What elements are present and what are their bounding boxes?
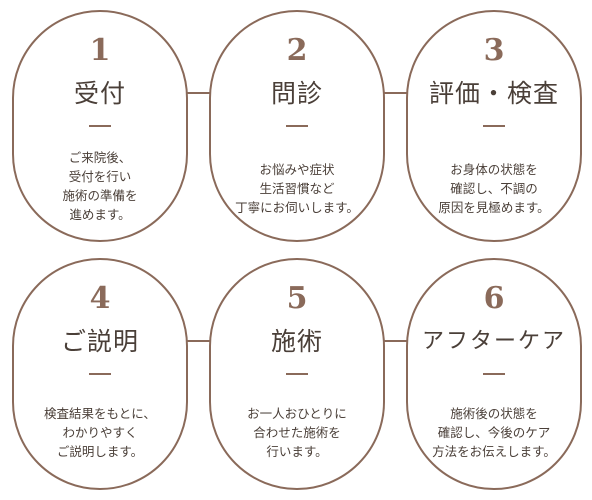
step-card-3: 3 評価・検査 お身体の状態を 確認し、不調の 原因を見極めます。 — [406, 10, 582, 242]
step-divider — [286, 125, 308, 127]
step-description-line: 合わせた施術を — [253, 425, 341, 440]
step-title: 受付 — [73, 79, 126, 108]
step-description-line: 施術後の状態を — [450, 406, 538, 421]
step-card-5: 5 施術 お一人おひとりに 合わせた施術を 行います。 — [209, 258, 385, 490]
step-divider — [89, 125, 111, 127]
step-description-line: 進めます。 — [69, 207, 131, 222]
step-number: 6 — [483, 281, 505, 316]
step-description: お一人おひとりに 合わせた施術を 行います。 — [223, 404, 371, 461]
step-number: 2 — [286, 33, 308, 68]
step-description-line: 受付を行い — [68, 169, 132, 184]
step-description-line: お悩みや症状 — [259, 162, 335, 177]
step-divider — [483, 125, 505, 127]
step-description-line: 行います。 — [266, 444, 328, 459]
step-description-line: 生活習慣など — [259, 181, 335, 196]
step-title: 評価・検査 — [428, 79, 559, 108]
step-description-line: 施術の準備を — [62, 188, 138, 203]
step-card-1: 1 受付 ご来院後、 受付を行い 施術の準備を 進めます。 — [12, 10, 188, 242]
step-number: 4 — [89, 281, 111, 316]
step-description-line: 検査結果をもとに、 — [44, 406, 156, 421]
step-divider — [483, 373, 505, 375]
step-description: 検査結果をもとに、 わかりやすく ご説明します。 — [26, 404, 174, 461]
step-description-line: ご説明します。 — [56, 444, 144, 459]
step-description: お悩みや症状 生活習慣など 丁寧にお伺いします。 — [223, 160, 371, 217]
step-title: 問診 — [270, 79, 323, 108]
step-card-2: 2 問診 お悩みや症状 生活習慣など 丁寧にお伺いします。 — [209, 10, 385, 242]
step-card-4: 4 ご説明 検査結果をもとに、 わかりやすく ご説明します。 — [12, 258, 188, 490]
step-divider — [89, 373, 111, 375]
step-title: 施術 — [270, 327, 323, 356]
connector-5-6 — [384, 340, 408, 342]
connector-1-2 — [186, 92, 210, 94]
step-description: 施術後の状態を 確認し、今後のケア 方法をお伝えします。 — [414, 404, 574, 461]
step-title: アフターケア — [421, 329, 566, 354]
step-description-line: 確認し、今後のケア — [437, 425, 551, 440]
step-card-6: 6 アフターケア 施術後の状態を 確認し、今後のケア 方法をお伝えします。 — [406, 258, 582, 490]
step-description-line: お一人おひとりに — [247, 406, 347, 421]
step-description-line: 丁寧にお伺いします。 — [235, 200, 359, 215]
connector-4-5 — [186, 340, 210, 342]
step-description-line: ご来院後、 — [68, 150, 132, 165]
step-description-line: お身体の状態を — [450, 162, 538, 177]
step-divider — [286, 373, 308, 375]
step-description-line: 確認し、不調の — [450, 181, 538, 196]
step-description-line: 原因を見極めます。 — [438, 200, 550, 215]
step-title: ご説明 — [60, 327, 139, 356]
step-description-line: わかりやすく — [62, 425, 138, 440]
step-number: 3 — [483, 33, 505, 68]
step-number: 1 — [89, 33, 111, 68]
step-description: ご来院後、 受付を行い 施術の準備を 進めます。 — [26, 148, 174, 224]
connector-2-3 — [384, 92, 408, 94]
step-number: 5 — [286, 281, 308, 316]
step-description-line: 方法をお伝えします。 — [432, 444, 556, 459]
step-description: お身体の状態を 確認し、不調の 原因を見極めます。 — [420, 160, 568, 217]
